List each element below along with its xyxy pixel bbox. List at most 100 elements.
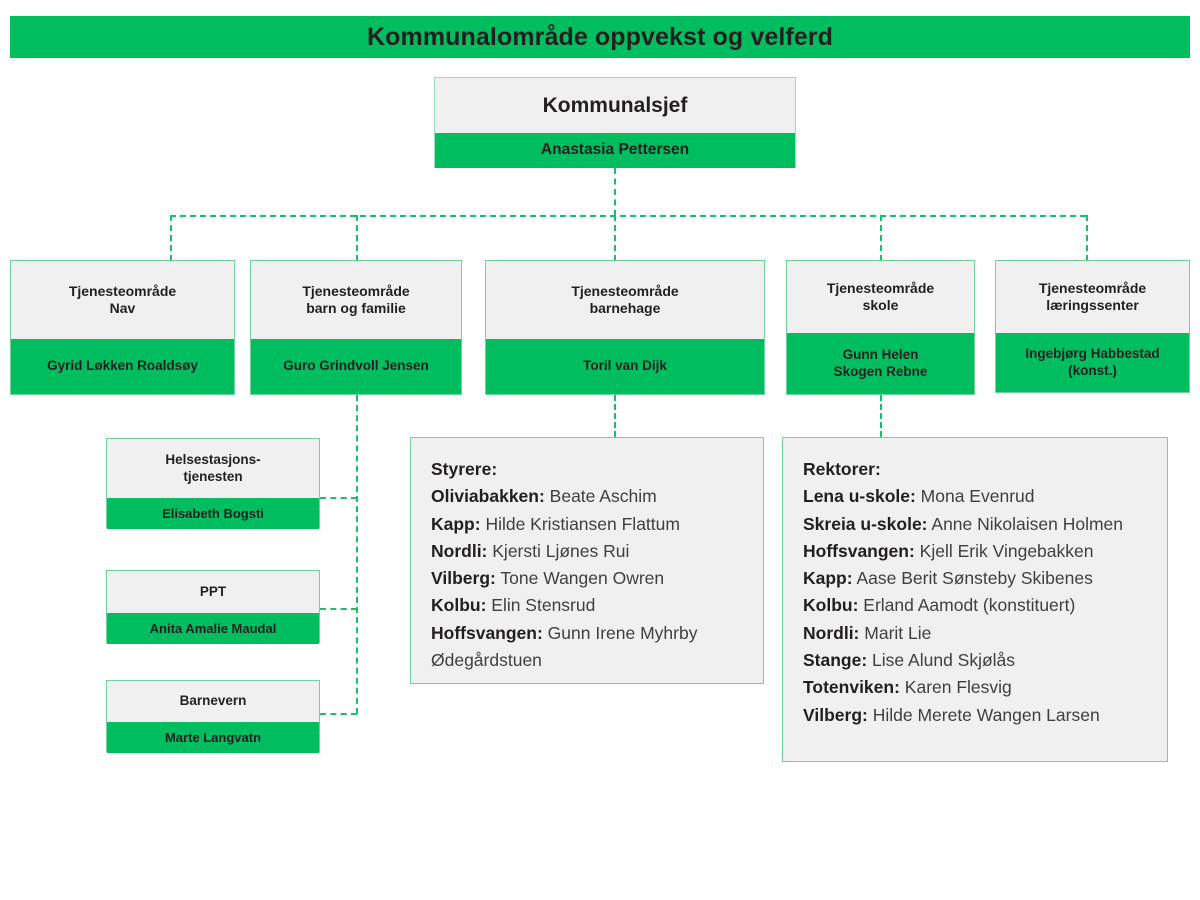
node-nav-title-line1: Tjenesteområde [68, 282, 177, 299]
roster-key: Vilberg: [431, 568, 496, 589]
roster-key: Hoffsvangen: [431, 622, 543, 643]
roster-value: Anne Nikolaisen Holmen [927, 513, 1124, 534]
connector-barn-familie-spine [356, 395, 358, 714]
roster-line: Hoffsvangen: Kjell Erik Vingebakken [803, 538, 1151, 565]
roster-value: Lise Alund Skjølås [867, 650, 1016, 671]
roster-key: Skreia u-skole: [803, 513, 928, 534]
roster-key: Hoffsvangen: [803, 540, 915, 561]
connector-bus-to-barn-familie [356, 215, 358, 261]
roster-key: Stange: [803, 650, 868, 671]
node-barnevern[interactable]: Barnevern Marte Langvatn [106, 680, 320, 753]
roster-key: Nordli: [431, 540, 488, 561]
roster-line: Skreia u-skole: Anne Nikolaisen Holmen [803, 511, 1151, 538]
node-laeringssenter-person-line1: Ingebjørg Habbestad [1025, 346, 1160, 362]
node-helsestasjon-title-line1: Helsestasjons- [165, 452, 261, 468]
roster-key: Kapp: [803, 568, 853, 589]
connector-horizontal-bus [170, 215, 1086, 217]
node-helsestasjon-title-line2: tjenesten [183, 468, 243, 484]
roster-key: Oliviabakken: [431, 486, 545, 507]
node-barnehage-title-line1: Tjenesteområde [571, 282, 679, 299]
node-laeringssenter-title: Tjenesteområde læringssenter [996, 261, 1189, 333]
node-tjenesteomrade-nav[interactable]: Tjenesteområde Nav Gyrid Løkken Roaldsøy [10, 260, 235, 395]
roster-key: Nordli: [803, 622, 860, 643]
connector-bus-to-skole [880, 215, 882, 261]
roster-value: Mona Evenrud [915, 486, 1035, 507]
roster-value: Aase Berit Sønsteby Skibenes [852, 568, 1093, 589]
node-skole-title: Tjenesteområde skole [787, 261, 974, 333]
roster-line: Hoffsvangen: Gunn Irene Myhrby Ødegårdst… [431, 620, 747, 675]
roster-value: Marit Lie [859, 622, 932, 643]
node-laeringssenter-person-line2: (konst.) [1068, 362, 1117, 378]
roster-line: Nordli: Marit Lie [803, 620, 1151, 647]
connector-bus-to-laeringssenter [1086, 215, 1088, 261]
roster-value: Hilde Kristiansen Flattum [480, 513, 680, 534]
node-laeringssenter-title-line2: læringssenter [1046, 297, 1139, 313]
connector-branch-barnevern [320, 713, 357, 715]
roster-line: Vilberg: Tone Wangen Owren [431, 565, 747, 592]
node-tjenesteomrade-skole[interactable]: Tjenesteområde skole Gunn Helen Skogen R… [786, 260, 975, 395]
node-barnehage-title-line2: barnehage [589, 300, 661, 316]
node-skole-person-line1: Gunn Helen [842, 347, 919, 363]
roster-line: Oliviabakken: Beate Aschim [431, 483, 747, 510]
connector-bus-to-barnehage [614, 215, 616, 261]
node-ppt-person: Anita Amalie Maudal [107, 613, 319, 644]
node-nav-title-line2: Nav [109, 300, 136, 316]
node-barn-familie-person: Guro Grindvoll Jensen [251, 339, 461, 394]
node-kommunalsjef[interactable]: Kommunalsjef Anastasia Pettersen [434, 77, 796, 168]
roster-key: Kolbu: [431, 595, 487, 616]
roster-value: Hilde Merete Wangen Larsen [867, 704, 1100, 725]
node-kommunalsjef-title: Kommunalsjef [435, 78, 795, 133]
connector-root-down [614, 168, 616, 216]
roster-value: Tone Wangen Owren [495, 568, 665, 589]
node-tjenesteomrade-nav-title: Tjenesteområde Nav [11, 261, 234, 339]
connector-branch-helsestasjon [320, 497, 357, 499]
roster-value: Erland Aamodt (konstituert) [858, 595, 1076, 616]
node-barnevern-title: Barnevern [107, 681, 319, 722]
roster-line: Kapp: Aase Berit Sønsteby Skibenes [803, 565, 1151, 592]
node-skole-person-line2: Skogen Rebne [833, 363, 928, 379]
roster-line: Kolbu: Elin Stensrud [431, 592, 747, 619]
roster-value: Karen Flesvig [899, 677, 1012, 698]
connector-barnehage-to-styrere [614, 395, 616, 437]
roster-line: Nordli: Kjersti Ljønes Rui [431, 538, 747, 565]
node-barn-familie-title-line1: Tjenesteområde [302, 282, 410, 299]
roster-line: Totenviken: Karen Flesvig [803, 674, 1151, 701]
roster-key: Kapp: [431, 513, 481, 534]
node-helsestasjon-title: Helsestasjons- tjenesten [107, 439, 319, 498]
node-tjenesteomrade-barnehage[interactable]: Tjenesteområde barnehage Toril van Dijk [485, 260, 765, 395]
roster-key: Totenviken: [803, 677, 900, 698]
roster-value: Kjell Erik Vingebakken [914, 540, 1094, 561]
node-laeringssenter-title-line1: Tjenesteområde [1038, 279, 1147, 296]
connector-bus-to-nav [170, 215, 172, 261]
node-skole-title-line2: skole [862, 297, 899, 313]
node-helsestasjonstjenesten[interactable]: Helsestasjons- tjenesten Elisabeth Bogst… [106, 438, 320, 529]
node-tjenesteomrade-laeringssenter[interactable]: Tjenesteområde læringssenter Ingebjørg H… [995, 260, 1190, 393]
node-barn-familie-title-line2: barn og familie [306, 300, 406, 316]
roster-value: Kjersti Ljønes Rui [487, 540, 630, 561]
node-helsestasjon-person: Elisabeth Bogsti [107, 498, 319, 529]
roster-key: Kolbu: [803, 595, 859, 616]
node-barnehage-title: Tjenesteområde barnehage [486, 261, 764, 339]
node-skole-title-line1: Tjenesteområde [826, 279, 935, 296]
roster-key: Vilberg: [803, 704, 868, 725]
roster-line: Vilberg: Hilde Merete Wangen Larsen [803, 702, 1151, 729]
roster-value: Elin Stensrud [486, 595, 596, 616]
node-barnevern-person: Marte Langvatn [107, 722, 319, 753]
roster-value: Gunn Irene Myhrby Ødegårdstuen [431, 622, 698, 671]
page-title-banner: Kommunalområde oppvekst og velferd [10, 16, 1190, 58]
roster-value: Beate Aschim [544, 486, 657, 507]
node-tjenesteomrade-barn-og-familie[interactable]: Tjenesteområde barn og familie Guro Grin… [250, 260, 462, 395]
connector-branch-ppt [320, 608, 357, 610]
node-kommunalsjef-person: Anastasia Pettersen [435, 133, 795, 168]
node-laeringssenter-person: Ingebjørg Habbestad (konst.) [996, 333, 1189, 392]
roster-line: Kolbu: Erland Aamodt (konstituert) [803, 592, 1151, 619]
node-ppt[interactable]: PPT Anita Amalie Maudal [106, 570, 320, 644]
roster-line: Kapp: Hilde Kristiansen Flattum [431, 511, 747, 538]
roster-line: Stange: Lise Alund Skjølås [803, 647, 1151, 674]
node-tjenesteomrade-nav-person: Gyrid Løkken Roaldsøy [11, 339, 234, 394]
